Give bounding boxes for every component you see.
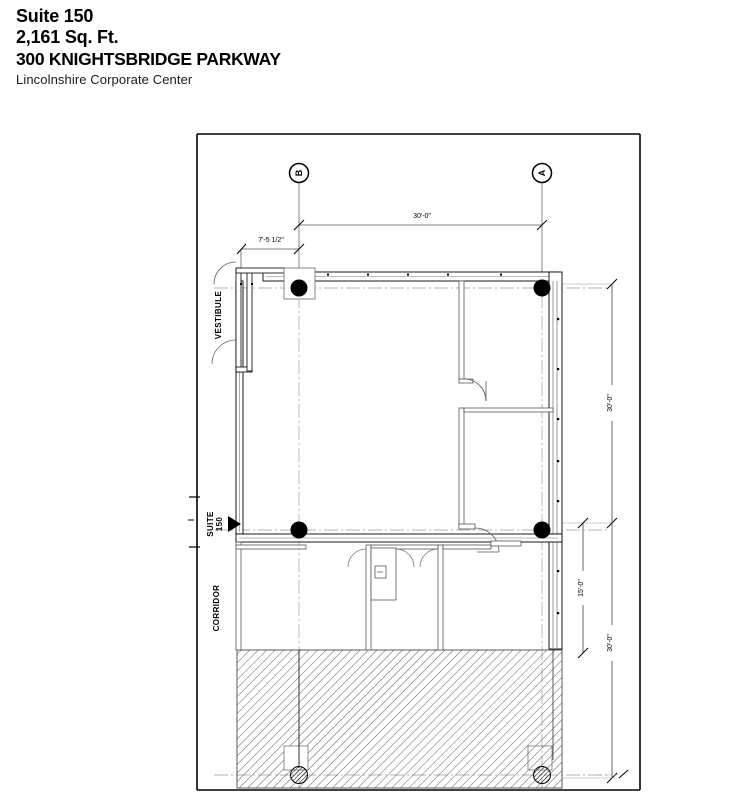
- svg-text:150: 150: [215, 517, 224, 532]
- label-suite-150: SUITE 150: [206, 511, 241, 537]
- grid-bubble-b: B: [288, 162, 310, 272]
- vestibule-walls: [235, 267, 287, 373]
- curtain-wall-east: [548, 271, 563, 650]
- dimension-top-overall: 30'-0": [293, 209, 548, 231]
- dimension-right-upper: 30'-0": [562, 278, 618, 529]
- title-block: Suite 150 2,161 Sq. Ft. 300 KNIGHTSBRIDG…: [16, 6, 456, 89]
- svg-text:VESTIBULE: VESTIBULE: [214, 290, 223, 339]
- street-address: 300 KNIGHTSBRIDGE PARKWAY: [16, 49, 281, 69]
- door-swing-vestibule-upper: [213, 261, 237, 285]
- hatch-interior-line: [298, 650, 554, 768]
- dimension-right-inner: 15'-0": [577, 517, 589, 659]
- left-edge-ticks: [188, 496, 200, 548]
- corridor-side-rooms: [235, 540, 522, 651]
- svg-text:CORRIDOR: CORRIDOR: [212, 585, 221, 632]
- label-corridor: CORRIDOR: [212, 585, 221, 632]
- dimension-right-lower: 30'-0": [562, 523, 618, 784]
- property-name: Lincolnshire Corporate Center: [16, 72, 193, 87]
- door-swings-interior: [463, 378, 500, 553]
- dimension-right-inner-text: 15'-0": [578, 579, 585, 597]
- suite-pointer-arrow: [228, 516, 241, 532]
- dimension-top-partial-text: 7'-5 1/2": [258, 237, 284, 244]
- wall-south-demising: [235, 533, 563, 543]
- page-title: Suite 150: [16, 6, 94, 26]
- grid-bubble-a-label: A: [537, 169, 547, 176]
- dimension-top-overall-text: 30'-0": [413, 213, 431, 220]
- right-border-tick: [596, 769, 629, 779]
- door-swings-vestibule: [211, 261, 237, 365]
- square-footage: 2,161 Sq. Ft.: [16, 27, 119, 47]
- structural-columns: [283, 267, 553, 784]
- grid-bubble-a: A: [531, 162, 553, 272]
- door-swing-vestibule-lower: [211, 339, 237, 365]
- interior-partitions: [458, 280, 554, 530]
- label-vestibule: VESTIBULE: [214, 290, 223, 339]
- dimension-right-upper-text: 30'-0": [607, 394, 614, 412]
- dimension-right-lower-text: 30'-0": [607, 634, 614, 652]
- drawing-border: [196, 133, 641, 791]
- dimension-top-partial: 7'-5 1/2": [236, 233, 305, 268]
- svg-text:SUITE: SUITE: [206, 511, 215, 537]
- grid-bubble-b-label: B: [294, 169, 304, 176]
